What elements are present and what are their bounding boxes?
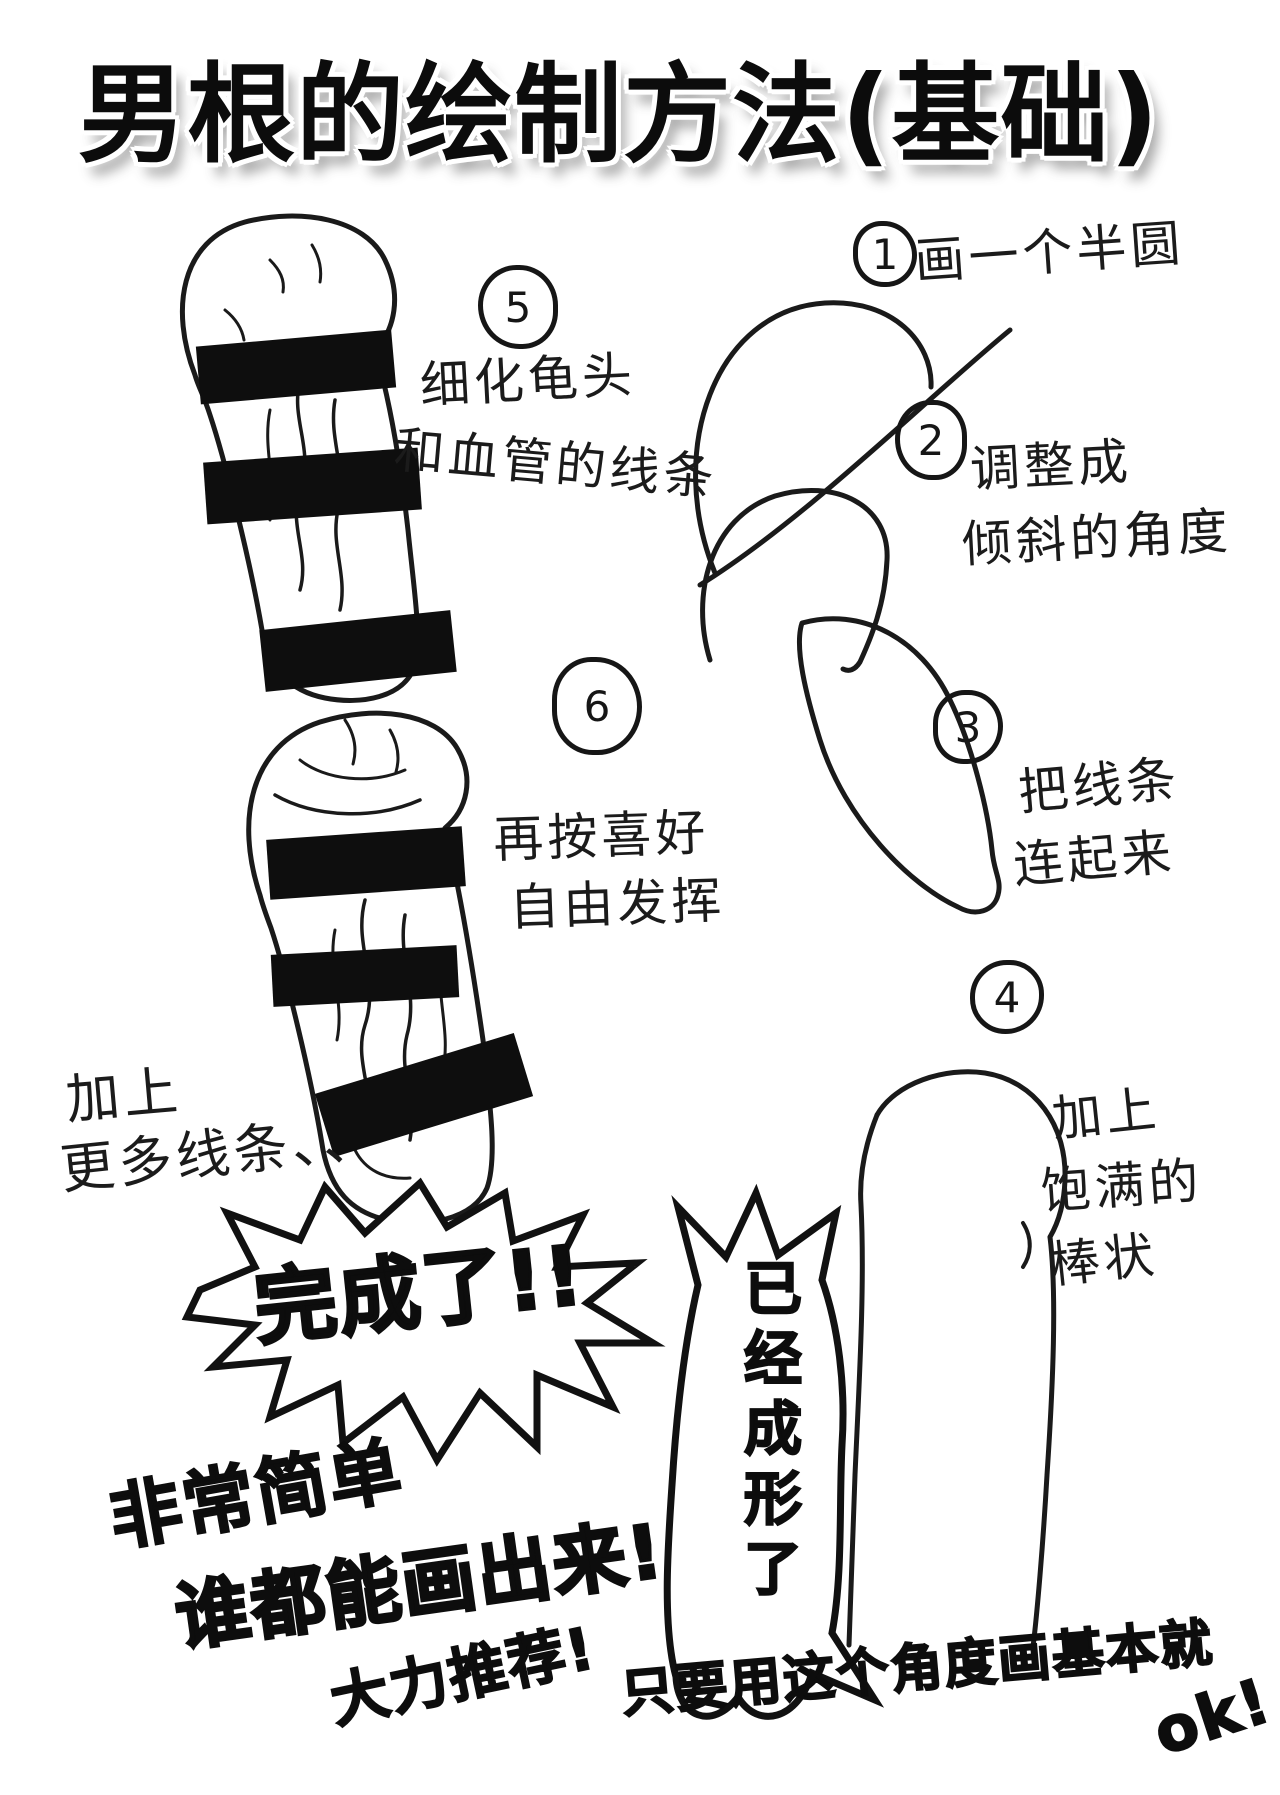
rod-shape-sketch [846,1069,1068,1650]
step-2-label-1: 调整成 [968,432,1134,499]
step-3-number: 3 [933,690,1003,764]
step-1-number: 1 [853,221,917,287]
step-5-label-1: 细化龟头 [418,345,638,415]
step-6-number: 6 [552,657,642,755]
step-4-label-1: 加上 [1049,1079,1163,1149]
step-6-label-2: 自由发挥 [508,871,727,937]
step-4-number: 4 [970,960,1044,1034]
semicircle-sketch [693,300,1013,588]
step-1-label: 画一个半圆 [912,214,1187,291]
step-3-label-1: 把线条 [1015,749,1183,822]
tilted-dome-sketch [700,487,890,673]
taking-shape-text: 已经成形了 [733,1257,803,1609]
done-burst-bubble [181,1177,666,1467]
taking-shape-bubble [663,1183,885,1720]
step-6-label-1: 再按喜好 [492,803,711,869]
page-title: 男根的绘制方法(基础) [78,53,1160,178]
step-3-label-2: 连起来 [1010,822,1178,895]
step-2-number: 2 [895,400,967,480]
step-4-label-3: 棒状 [1047,1225,1161,1295]
step-2-label-2: 倾斜的角度 [960,501,1234,574]
step-5-number: 5 [478,265,558,349]
step-4-label-2: 饱满的 [1038,1151,1205,1221]
censor-bar [270,945,460,1007]
connected-outline-sketch [796,616,1002,915]
